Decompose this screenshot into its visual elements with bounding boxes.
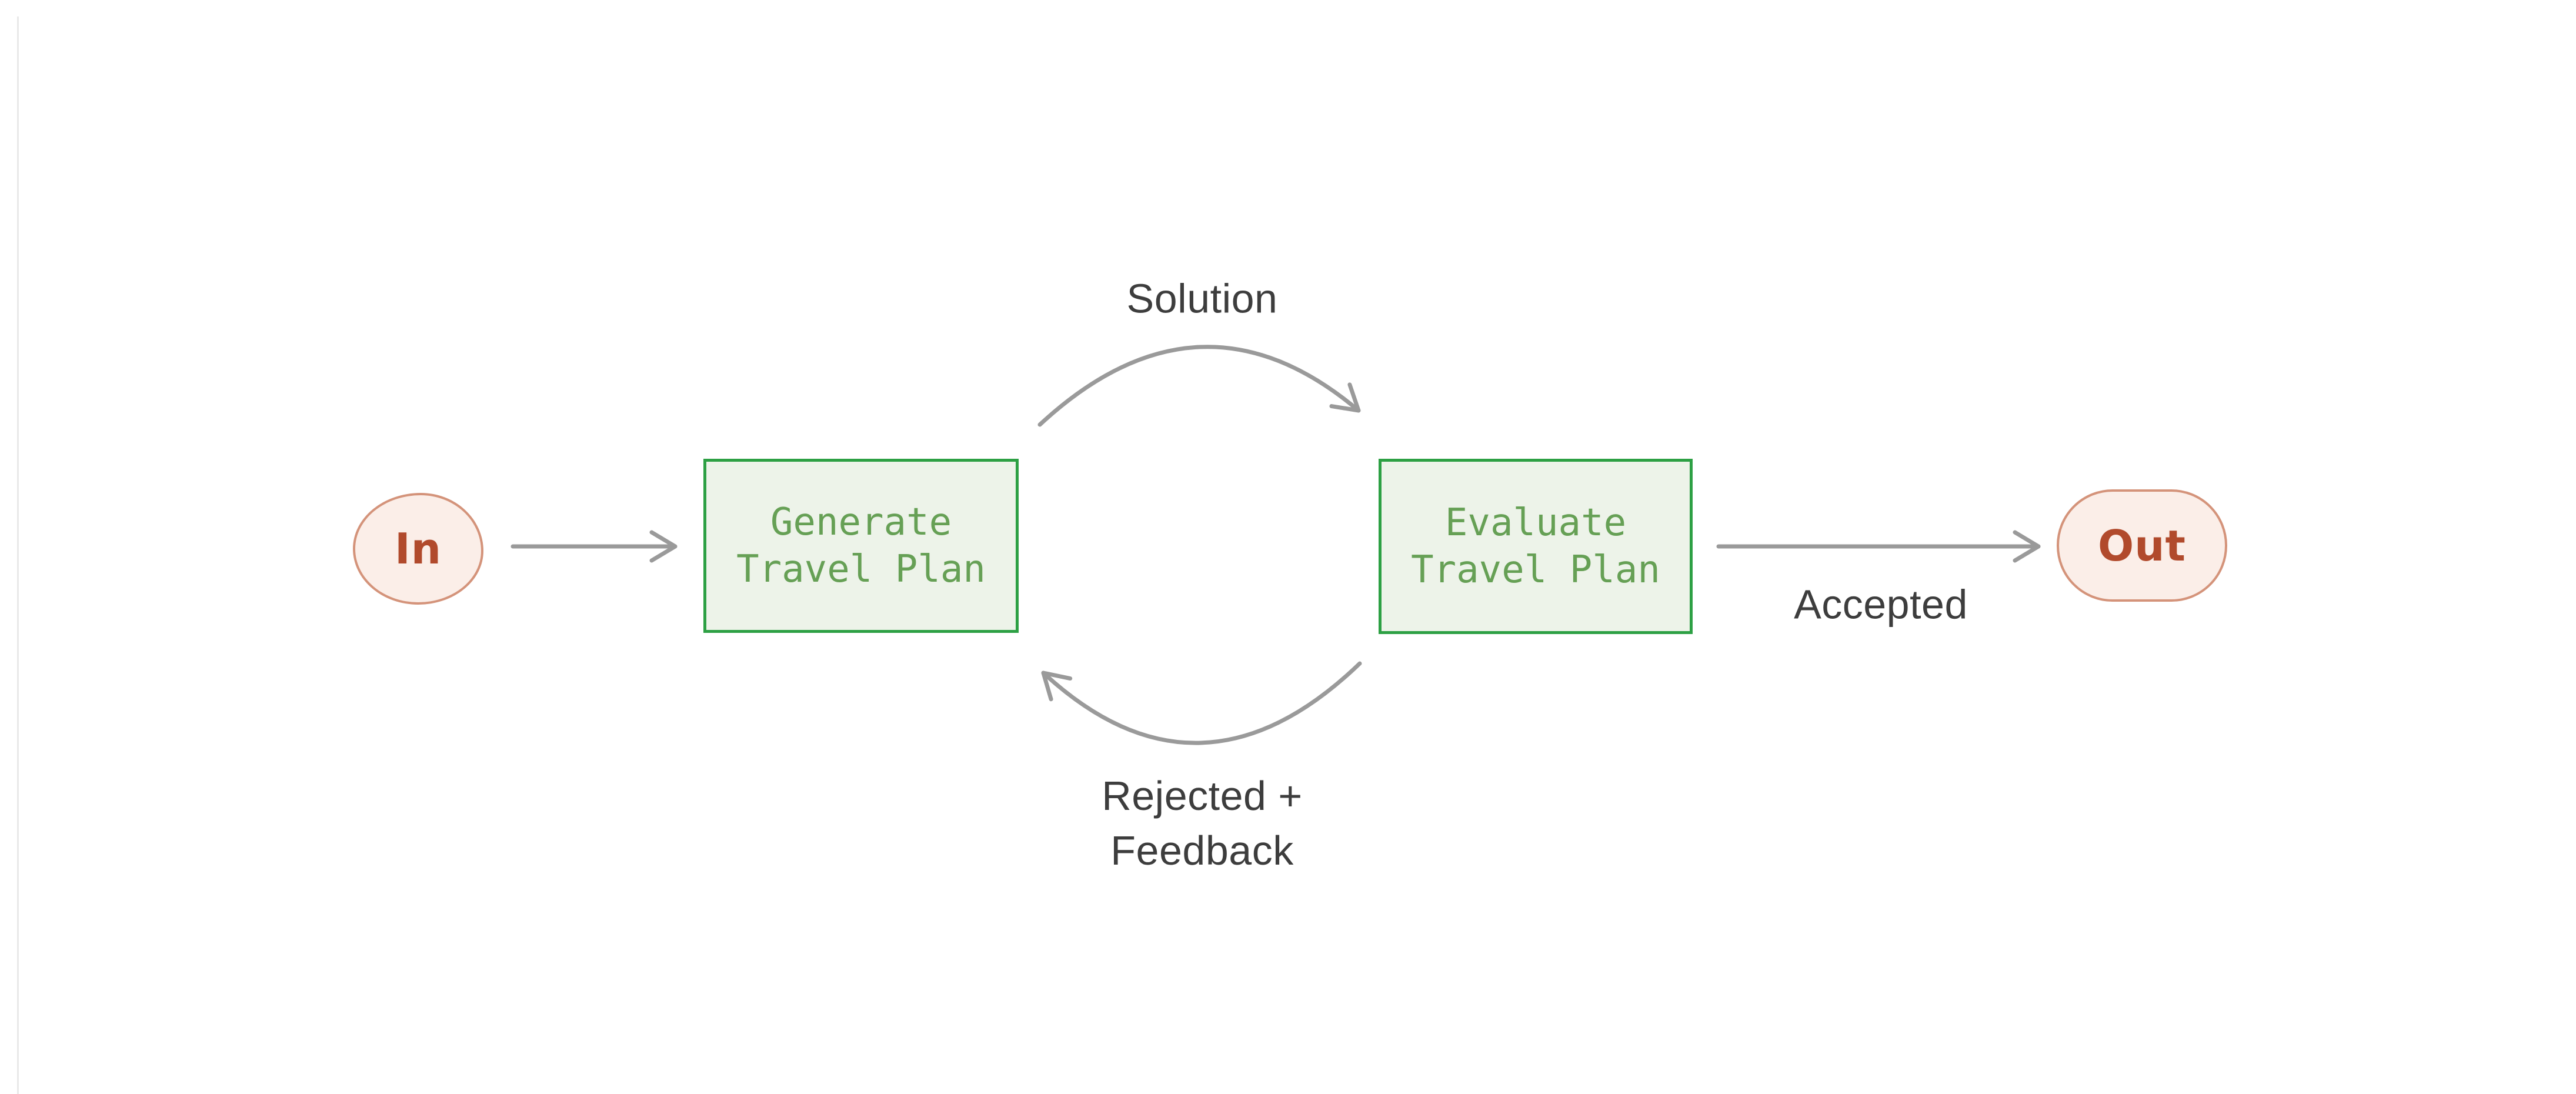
node-out: Out	[2057, 489, 2227, 602]
edge-label-rejected-feedback: Rejected + Feedback	[1102, 773, 1303, 873]
edge-generate-to-evaluate	[1037, 345, 1361, 427]
edge-evaluate-to-generate	[1041, 661, 1362, 745]
node-generate-label: Generate Travel Plan	[736, 501, 986, 591]
node-in-label: In	[394, 524, 442, 573]
page-edge-line	[17, 16, 19, 1094]
node-in: In	[353, 493, 483, 605]
node-evaluate-travel-plan: Evaluate Travel Plan	[1379, 459, 1693, 634]
node-out-label: Out	[2098, 521, 2186, 571]
node-generate-travel-plan: Generate Travel Plan	[703, 459, 1019, 633]
node-evaluate-label: Evaluate Travel Plan	[1411, 501, 1660, 592]
edge-label-solution: Solution	[1126, 275, 1278, 322]
edge-label-accepted: Accepted	[1794, 581, 1968, 628]
